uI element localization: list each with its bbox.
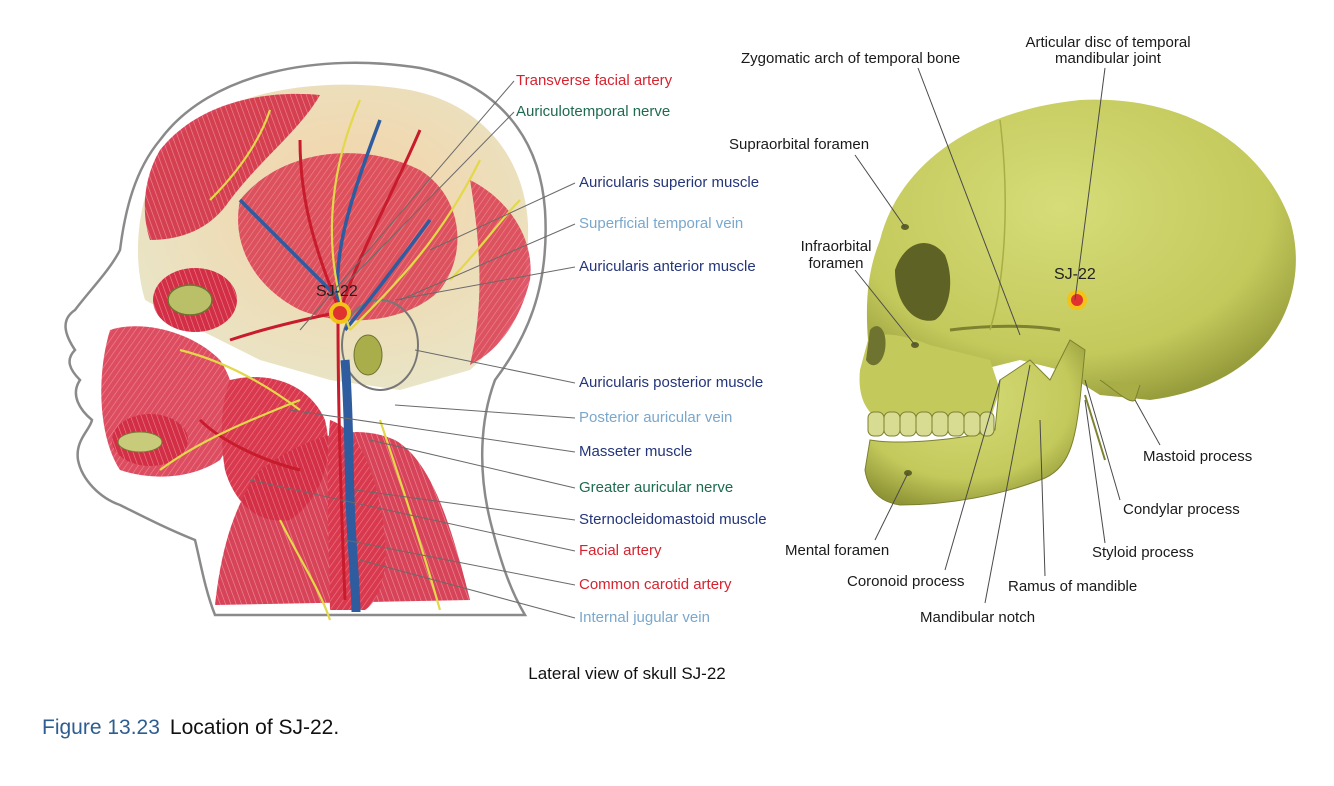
left-leader-lines [249,80,576,619]
occipitofrontalis-muscle [144,93,320,241]
right-leader-lines [854,67,1161,604]
mandible [864,339,1086,506]
sj22-label-left: SJ-22 [316,283,358,300]
sj22-point-right [1067,290,1087,310]
label-mandibular-notch: Mandibular notch [920,609,1036,626]
label-internal-jugular-vein: Internal jugular vein [579,609,710,626]
maxilla [859,334,1000,425]
label-supraorbital-foramen: Supraorbital foramen [729,136,870,153]
sj22-label-right: SJ-22 [1054,266,1096,283]
label-superficial-temporal-vein: Superficial temporal vein [579,215,744,232]
label-sternocleidomastoid-muscle: Sternocleidomastoid muscle [579,511,767,528]
nerves [159,99,521,621]
label-mental-foramen: Mental foramen [785,542,890,559]
label-transverse-facial-artery: Transverse facial artery [516,72,673,89]
view-caption: Lateral view of skull SJ-22 [528,664,726,683]
label-masseter-muscle: Masseter muscle [579,443,693,460]
ear-canal [353,334,383,376]
label-zygomatic-arch: Zygomatic arch of temporal bone [741,50,961,67]
occipital-muscle [470,180,531,365]
label-auricularis-superior-muscle: Auricularis superior muscle [579,174,760,191]
label-infraorbital-foramen-line1: Infraorbital [800,238,872,255]
zygomatic-arch [949,324,1061,332]
orbit [895,243,951,321]
label-articular-disc-line2: mandibular joint [1055,50,1161,67]
label-styloid-process: Styloid process [1092,544,1194,561]
label-common-carotid-artery: Common carotid artery [579,576,732,593]
internal-jugular-vein-drawing [340,359,361,613]
label-mastoid-process: Mastoid process [1143,448,1253,465]
arteries [198,129,422,601]
label-auricularis-anterior-muscle: Auricularis anterior muscle [579,258,756,275]
figure-caption: Figure 13.23 Location of SJ-22. [42,716,339,740]
label-coronoid-process: Coronoid process [847,573,965,590]
head-anatomy-illustration [64,61,547,621]
label-auricularis-posterior-muscle: Auricularis posterior muscle [579,374,764,391]
label-facial-artery: Facial artery [579,542,662,559]
label-articular-disc-line1: Articular disc of temporal [1025,34,1191,51]
label-greater-auricular-nerve: Greater auricular nerve [579,479,734,496]
figure-title: Location of SJ-22. [169,716,340,739]
label-posterior-auricular-vein: Posterior auricular vein [579,409,733,426]
teeth [117,431,163,453]
temporalis-muscle [238,153,458,321]
teeth-row [867,411,995,437]
label-condylar-process: Condylar process [1123,501,1240,518]
coronal-suture [989,119,1006,331]
styloid [1084,394,1106,461]
label-auriculotemporal-nerve: Auriculotemporal nerve [516,103,671,120]
nasal-cavity [866,326,886,366]
sj22-point-left [329,302,351,324]
label-infraorbital-foramen-line2: foramen [808,255,864,272]
figure-number: Figure 13.23 [42,716,160,739]
eye [167,284,213,316]
label-ramus-of-mandible: Ramus of mandible [1008,578,1138,595]
skull-illustration [859,99,1296,506]
